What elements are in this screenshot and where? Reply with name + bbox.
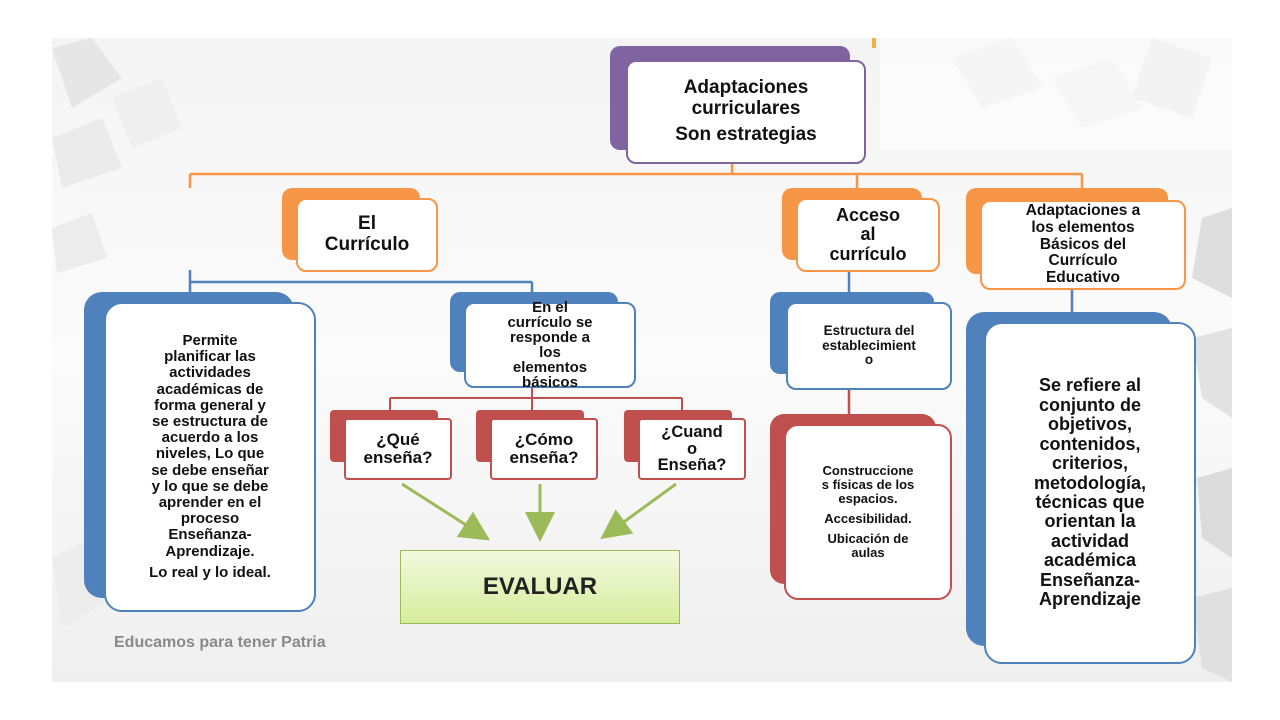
evaluar-box: EVALUAR	[400, 550, 680, 624]
node-responde: En el currículo se responde a los elemen…	[450, 292, 636, 391]
node-refiere: Se refiere al conjunto de objetivos, con…	[966, 312, 1196, 664]
node-permite: Permite planificar las actividades acadé…	[84, 292, 316, 612]
arrow-que	[401, 482, 491, 541]
footer-slogan: Educamos para tener Patria	[114, 634, 326, 651]
node-acceso: Acceso al currículo	[782, 188, 940, 272]
node-elementos-basicos: Adaptaciones a los elementos Básicos del…	[966, 188, 1186, 290]
connector-lines	[188, 164, 1084, 542]
permite-text: Permite planificar las actividades acadé…	[151, 332, 269, 560]
node-construcciones: Construccione s físicas de los espacios.…	[770, 414, 952, 600]
accesibilidad-text: Accesibilidad.	[824, 511, 912, 526]
evaluar-label: EVALUAR	[482, 573, 598, 600]
acceso-label: Acceso al currículo	[829, 204, 907, 264]
construcciones-text: Construccione s físicas de los espacios.	[821, 462, 915, 506]
node-curriculo: El Currículo	[282, 188, 438, 272]
arrow-cuando	[600, 482, 677, 540]
como-label: ¿Cómo enseña?	[509, 429, 579, 467]
permite-summary: Lo real y lo ideal.	[149, 563, 271, 581]
root-line-1: Adaptaciones	[683, 77, 809, 99]
slide: Adaptaciones curriculares Son estrategia…	[52, 38, 1232, 682]
root-line-3: Son estrategias	[675, 124, 817, 146]
cuando-label: ¿Cuand o Enseña?	[657, 423, 727, 475]
ubicacion-text: Ubicación de aulas	[827, 531, 909, 561]
connector-responde	[389, 386, 683, 410]
node-que: ¿Qué enseña?	[330, 410, 452, 480]
refiere-text: Se refiere al conjunto de objetivos, con…	[1034, 375, 1146, 610]
background-pattern	[52, 38, 1232, 682]
node-cuando: ¿Cuand o Enseña?	[624, 410, 746, 480]
connector-curriculo	[188, 270, 534, 294]
estructura-text: Estructura del establecimient o	[822, 323, 916, 368]
root-line-2: curriculares	[691, 97, 801, 119]
node-como: ¿Cómo enseña?	[476, 410, 598, 480]
node-estructura: Estructura del establecimient o	[770, 292, 952, 390]
elementos-basicos-label: Adaptaciones a los elementos Básicos del…	[1025, 202, 1141, 287]
curriculo-label: El Currículo	[324, 213, 410, 255]
que-label: ¿Qué enseña?	[363, 429, 433, 467]
responde-text: En el currículo se responde a los elemen…	[507, 299, 593, 391]
node-root: Adaptaciones curriculares Son estrategia…	[610, 46, 866, 164]
top-accent-bar	[872, 38, 876, 48]
connector-root	[188, 164, 1084, 188]
